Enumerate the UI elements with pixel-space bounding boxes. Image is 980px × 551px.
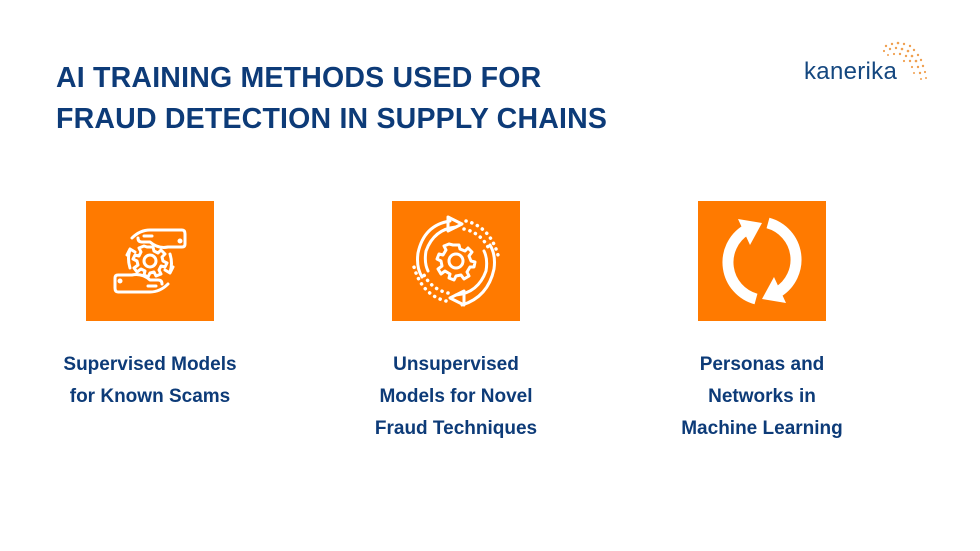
card-unsupervised-models: Unsupervised Models for Novel Fraud Tech… [336, 201, 576, 445]
hands-gear-cycle-icon [113, 228, 187, 294]
page-title: AI TRAINING METHODS USED FOR FRAUD DETEC… [56, 58, 607, 140]
gear-cycle-arrows-icon [412, 215, 500, 307]
card-label: Personas and Networks in Machine Learnin… [681, 354, 843, 439]
logo-dots-icon [882, 41, 927, 80]
title-line-1: AI TRAINING METHODS USED FOR [56, 62, 542, 94]
logo-wordmark: kanerika [804, 58, 898, 85]
icon-tile [86, 201, 214, 321]
title-line-2: FRAUD DETECTION IN SUPPLY CHAINS [56, 103, 608, 135]
refresh-arrows-icon [722, 217, 802, 305]
card-supervised-models: Supervised Models for Known Scams [30, 201, 270, 413]
icon-tile [698, 201, 826, 321]
card-label: Supervised Models for Known Scams [63, 354, 237, 407]
kanerika-logo: kanerika [800, 36, 930, 90]
icon-tile [392, 201, 520, 321]
card-label: Unsupervised Models for Novel Fraud Tech… [374, 354, 538, 439]
card-personas-networks: Personas and Networks in Machine Learnin… [642, 201, 882, 445]
